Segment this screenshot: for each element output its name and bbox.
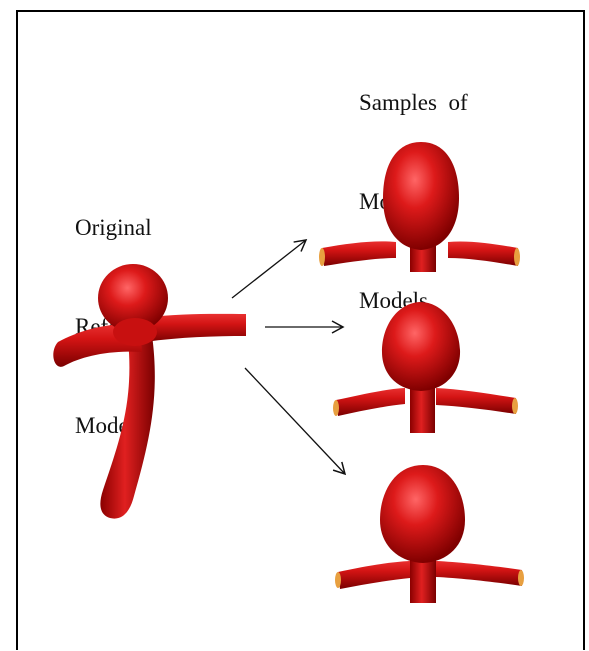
modified-model-2: [333, 302, 518, 433]
arrows: [232, 240, 345, 474]
model-3-vessel: [338, 561, 410, 589]
model-3-left-end: [335, 572, 341, 588]
model-1-aneurysm-dome: [383, 142, 459, 250]
arrow-to-model-3: [245, 368, 345, 474]
arrow-to-model-1: [232, 240, 306, 298]
model-2-vessel: [336, 388, 405, 416]
model-3-right-end: [518, 570, 524, 586]
model-1-vessel: [322, 241, 396, 266]
model-2-aneurysm-dome: [382, 302, 460, 391]
original-neck: [113, 318, 157, 346]
model-3-aneurysm-dome: [380, 465, 465, 563]
original-descending-vessel: [100, 335, 154, 519]
original-reference-model: [53, 264, 246, 519]
model-1-right-end: [514, 248, 520, 266]
modified-model-3: [335, 465, 524, 603]
model-2-left-end: [333, 400, 339, 416]
model-1-left-end: [319, 248, 325, 266]
model-2-right-end: [512, 398, 518, 414]
modified-model-1: [319, 142, 520, 272]
